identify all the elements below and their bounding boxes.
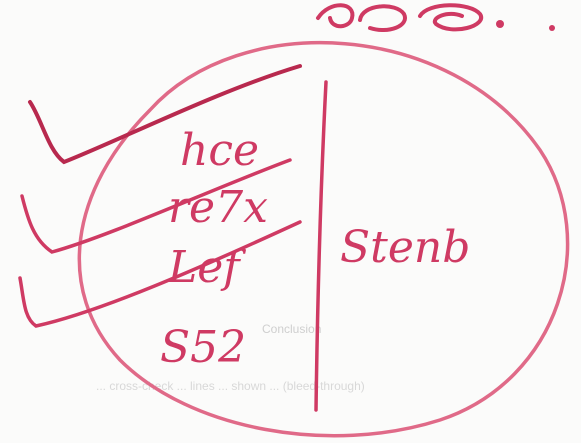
handwritten-word-right: Stenb (340, 222, 470, 273)
top-scribble (316, 3, 555, 33)
show-through-line-2: ... cross-check ... lines ... shown ... … (96, 379, 365, 393)
handwritten-word-2: re7x (168, 182, 268, 233)
check-mark-1 (28, 64, 302, 165)
handwritten-word-1: hce (180, 125, 259, 176)
check-mark-3 (18, 220, 302, 328)
vertical-divider (314, 80, 328, 412)
show-through-line-1: Conclusion (262, 322, 321, 336)
check-mark-2 (20, 158, 292, 254)
handwritten-word-4: S52 (160, 322, 246, 373)
handwritten-word-3: Lef (167, 242, 246, 293)
enclosing-circle (77, 41, 570, 438)
